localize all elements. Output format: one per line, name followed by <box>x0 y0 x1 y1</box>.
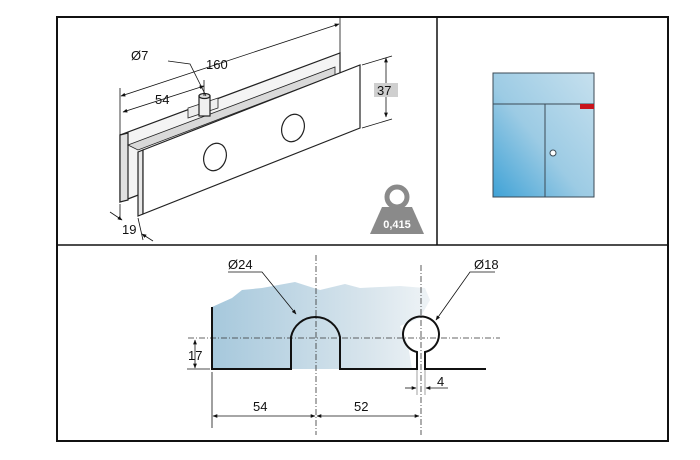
top-dimension-lines <box>109 16 393 242</box>
dim-thickness: 19 <box>122 222 136 237</box>
dim-height-17: 17 <box>188 348 202 363</box>
dim-offset-52: 52 <box>354 399 368 414</box>
bottom-dimension-lines <box>187 271 495 428</box>
weight-icon <box>370 184 424 234</box>
dim-height: 37 <box>377 83 391 98</box>
dim-height-bg <box>374 83 398 97</box>
door-handle <box>549 149 557 157</box>
patch-fitting-isometric <box>119 52 361 217</box>
fixing-hole-2 <box>281 113 305 143</box>
dim-pin-diameter: Ø7 <box>131 48 148 63</box>
weight-label: 0,415 <box>383 219 411 231</box>
cutout-profile <box>211 307 486 370</box>
dim-large-hole: Ø24 <box>228 257 253 272</box>
dim-offset-54: 54 <box>253 399 267 414</box>
centerlines <box>188 255 500 435</box>
front-plate-side <box>137 149 144 217</box>
dim-small-hole: Ø18 <box>474 257 499 272</box>
fixing-hole-1 <box>203 142 227 172</box>
pin-top <box>198 92 211 100</box>
dim-pin-offset: 54 <box>155 92 169 107</box>
door-diagram <box>492 72 595 198</box>
fitting-position-marker <box>580 104 594 109</box>
back-plate-side <box>119 132 129 203</box>
dim-length: 160 <box>206 57 228 72</box>
frame <box>56 16 669 442</box>
glass-panel <box>212 282 430 369</box>
dim-slot-width: 4 <box>437 374 444 389</box>
